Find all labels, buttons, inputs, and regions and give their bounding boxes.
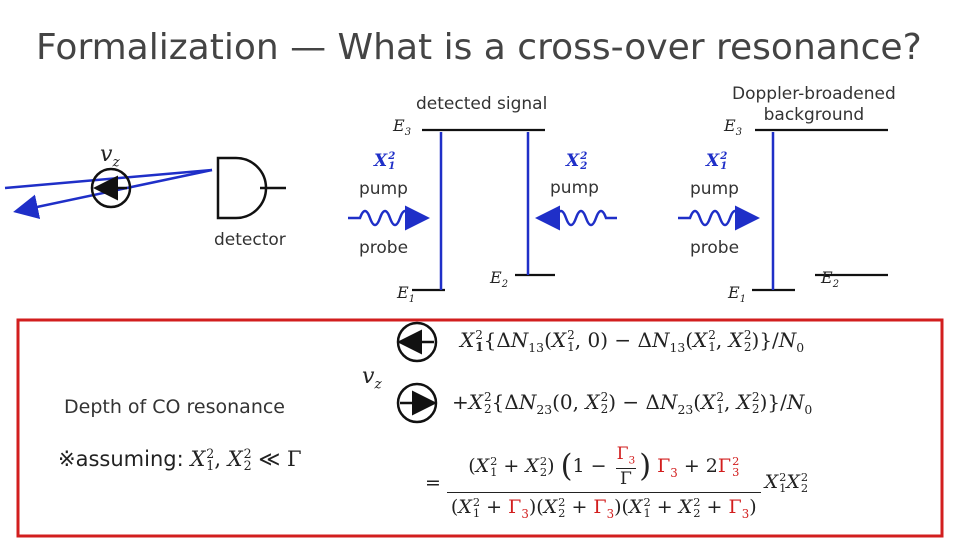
pump-label-1: pump [359, 179, 408, 199]
velocity-left-icon [396, 321, 438, 363]
pump-beam-line [4, 168, 213, 190]
pump-label-2: pump [550, 178, 599, 198]
energy-level-icon-left [412, 128, 555, 292]
detector-label: detector [214, 230, 286, 250]
probe-label-2: probe [690, 238, 740, 258]
velocity-right-icon [396, 382, 438, 424]
wavy-arrow-icon-1 [348, 205, 430, 231]
pump-label-3: pump [690, 179, 739, 199]
doppler-background-label: Doppler-broadened background [732, 84, 896, 126]
vz-label-box: vz [362, 364, 382, 393]
detected-signal-label: detected signal [416, 94, 548, 114]
result-box [16, 318, 944, 538]
E1-right: E1 [728, 283, 746, 306]
detector-icon [216, 156, 286, 220]
E3-left: E3 [393, 116, 411, 139]
depth-co-label: Depth of CO resonance [64, 396, 285, 418]
vz-label-top: vz [100, 142, 120, 171]
page-title: Formalization — What is a cross-over res… [36, 27, 922, 68]
energy-level-icon-right [752, 128, 888, 292]
probe-label-1: probe [359, 238, 409, 258]
wavy-arrow-icon-2 [535, 205, 617, 231]
wavy-arrow-icon-3 [678, 205, 760, 231]
E2-left: E2 [490, 268, 508, 291]
probe-beam-line [13, 168, 213, 220]
E2-right: E2 [821, 268, 839, 291]
E1-left: E1 [397, 283, 415, 306]
atom-velocity-icon [90, 167, 132, 209]
E3-right: E3 [724, 116, 742, 139]
